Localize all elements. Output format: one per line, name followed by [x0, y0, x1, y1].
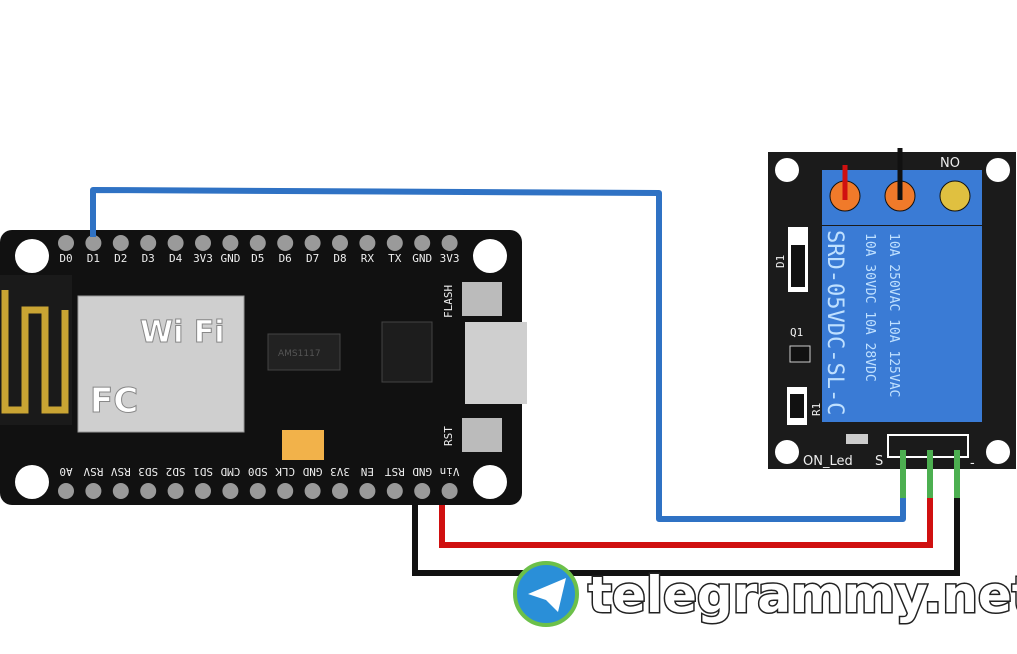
pin-label-gnd: GND	[303, 465, 323, 478]
header-pin	[112, 483, 129, 499]
pin-label-gnd: GND	[220, 252, 240, 265]
pin-label-d2: D2	[114, 252, 127, 265]
pin-label-d6: D6	[279, 252, 292, 265]
ground-wire	[412, 498, 960, 576]
pin-label-rsv: RSV	[83, 465, 103, 478]
q1-label: Q1	[790, 326, 803, 339]
power-wire	[439, 498, 933, 548]
watermark: telegrammy.net	[513, 561, 1017, 627]
flash-label: FLASH	[442, 285, 455, 318]
pin-label-3v3: 3V3	[330, 465, 350, 478]
pin-label-vin: Vin	[440, 465, 460, 478]
header-pin	[332, 235, 348, 251]
pin-label-gnd: GND	[412, 252, 432, 265]
header-pin	[140, 483, 157, 499]
r1-label: R1	[810, 403, 823, 416]
pin-label-d8: D8	[333, 252, 346, 265]
relay-rating-dc: 10A 30VDC 10A 28VDC	[862, 233, 877, 382]
pin-label-tx: TX	[388, 252, 402, 265]
header-pin	[112, 235, 129, 251]
header-pin	[304, 483, 321, 499]
header-pin	[359, 235, 376, 251]
pin-label-d0: D0	[59, 252, 72, 265]
pin-label-gnd: GND	[412, 465, 432, 478]
header-pin	[85, 483, 102, 499]
flash-button[interactable]	[462, 282, 502, 316]
s-pin-label: S	[875, 454, 883, 469]
header-pin	[332, 483, 348, 499]
pin-label-rx: RX	[361, 252, 375, 265]
header-pin	[222, 483, 239, 499]
on-led-label: ON_Led	[803, 454, 853, 469]
pin-label-en: EN	[361, 465, 374, 478]
pin-label-a0: A0	[59, 465, 72, 478]
pin-label-sd0: SD0	[248, 465, 268, 478]
pin-label-sd1: SD1	[193, 465, 213, 478]
header-pin	[414, 235, 431, 251]
pin-label-d3: D3	[142, 252, 155, 265]
pin-label-rsv: RSV	[110, 465, 130, 478]
pin-label-3v3: 3V3	[440, 252, 460, 265]
pin-label-d1: D1	[87, 252, 100, 265]
pin-label-rst: RST	[384, 465, 404, 478]
header-pin	[58, 235, 74, 251]
header-pin	[249, 235, 266, 251]
fc-logo: FC	[90, 381, 138, 421]
pin-label-sd3: SD3	[138, 465, 158, 478]
pin-label-3v3: 3V3	[193, 252, 213, 265]
header-pin	[167, 235, 184, 251]
header-pin	[414, 483, 431, 499]
pin-label-sd2: SD2	[166, 465, 186, 478]
header-pin	[277, 483, 294, 499]
no-label: NO	[940, 156, 960, 171]
header-pin	[277, 235, 294, 251]
header-pin	[222, 235, 239, 251]
header-pin	[249, 483, 266, 499]
signal-wire	[90, 187, 906, 522]
relay-rating-ac: 10A 250VAC 10A 125VAC	[886, 233, 901, 397]
header-pin	[304, 235, 321, 251]
regulator-label: AMS1117	[278, 349, 321, 359]
pin-label-d7: D7	[306, 252, 319, 265]
pin-label-clk: CLK	[275, 465, 295, 478]
header-pin	[195, 483, 211, 499]
watermark-text: telegrammy.net	[588, 566, 1017, 624]
header-pin	[386, 235, 403, 251]
header-pin	[167, 483, 184, 499]
header-pin	[441, 483, 458, 499]
header-pin	[58, 483, 74, 499]
header-pin	[85, 235, 102, 251]
minus-pin-label: -	[970, 456, 975, 471]
d1-label: D1	[774, 255, 787, 268]
wifi-logo: Wi Fi	[140, 315, 225, 350]
pin-label-d5: D5	[251, 252, 264, 265]
header-pin	[140, 235, 157, 251]
header-pin	[441, 235, 458, 251]
rst-button[interactable]	[462, 418, 502, 452]
rst-label: RST	[442, 426, 455, 446]
pin-label-cmd: CMD	[220, 465, 240, 478]
relay-model: SRD-05VDC-SL-C	[822, 230, 847, 415]
relay-module: NO SRD-05VDC-SL-C 10A 30VDC 10A 28VDC 10…	[768, 148, 1016, 500]
pin-label-d4: D4	[169, 252, 183, 265]
header-pin	[386, 483, 403, 499]
header-pin	[195, 235, 211, 251]
header-pin	[359, 483, 376, 499]
